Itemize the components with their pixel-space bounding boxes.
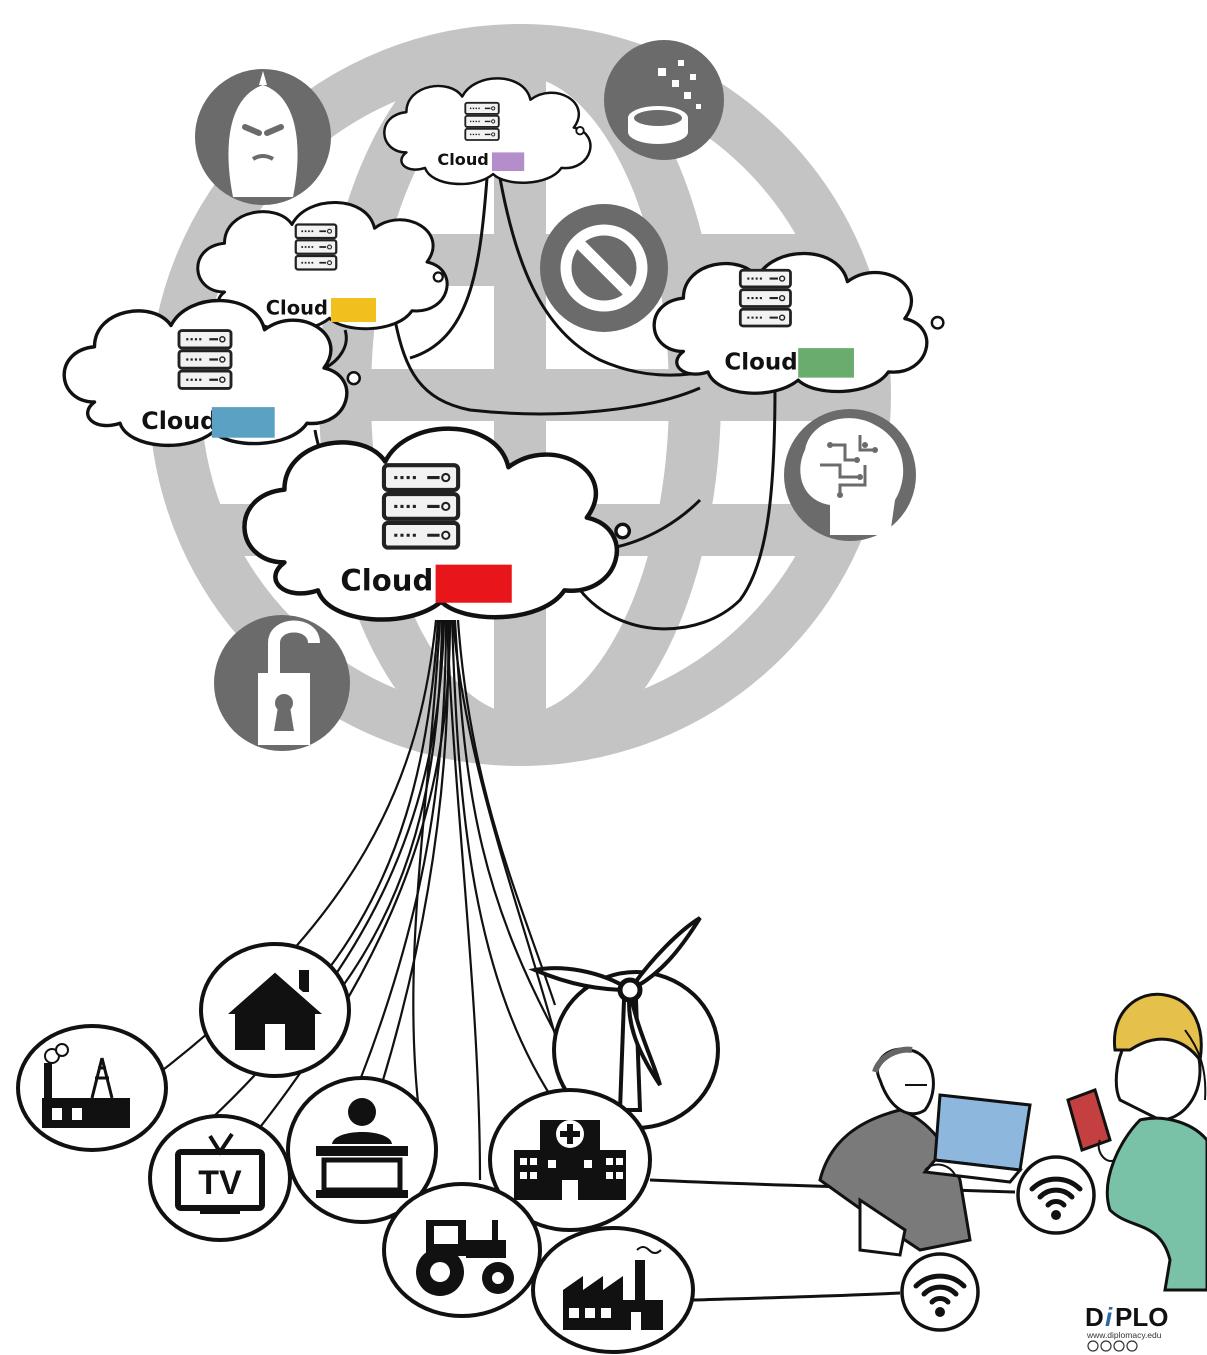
cloud-yellow-label: Cloud — [266, 297, 328, 320]
ai-brain-icon — [784, 409, 916, 541]
factory-icon — [563, 1246, 663, 1330]
cloud-purple-label: Cloud — [437, 150, 488, 169]
diplo-logo: D i PLO www.diplomacy.edu — [1085, 1302, 1168, 1352]
man-with-laptop — [818, 1046, 1032, 1257]
woman-with-book — [1066, 992, 1207, 1292]
cloud-green: Cloud — [652, 251, 945, 395]
laptop-icon — [922, 1093, 1032, 1184]
hospital-bubble — [488, 1088, 652, 1232]
cloud-blue-label: Cloud — [141, 407, 217, 435]
cloud-red: Cloud — [244, 429, 632, 620]
tv-icon: TV — [175, 1132, 265, 1214]
cloud-blue: Cloud — [62, 298, 361, 448]
cloud-green-swatch — [798, 348, 854, 378]
cc-license-icons — [1087, 1340, 1138, 1352]
wifi-icon-lower — [902, 1254, 978, 1330]
home-bubble — [199, 942, 351, 1078]
hospital-icon — [514, 1120, 626, 1200]
tractor-icon — [416, 1220, 514, 1296]
padlock-icon — [214, 615, 350, 751]
home-icon — [223, 967, 327, 1050]
speaker-podium-icon — [316, 1098, 408, 1198]
hacker-icon — [195, 69, 331, 205]
power-plant-bubble — [16, 1024, 168, 1152]
tv-bubble: TV — [148, 1114, 292, 1242]
agriculture-bubble — [382, 1182, 542, 1318]
power-plant-icon — [42, 1043, 130, 1128]
cloud-connections — [313, 177, 777, 631]
book-icon — [1066, 1088, 1112, 1152]
logo-letter-i: i — [1105, 1302, 1113, 1332]
cloud-yellow-swatch — [331, 298, 376, 322]
cloud-red-label: Cloud — [340, 563, 433, 597]
data-storage-icon — [604, 40, 724, 160]
wind-turbine-icon — [528, 916, 702, 1112]
tv-label: TV — [198, 1164, 242, 1202]
factory-bubble — [531, 1226, 695, 1354]
logo-url: www.diplomacy.edu — [1086, 1330, 1162, 1340]
logo-letters-plo: PLO — [1115, 1302, 1168, 1332]
cloud-purple: Cloud — [383, 77, 592, 186]
government-bubble — [286, 1076, 438, 1224]
cloud-purple-swatch — [491, 152, 525, 171]
cloud-green-label: Cloud — [724, 349, 797, 375]
logo-letter-d: D — [1085, 1302, 1104, 1332]
cloud-red-swatch — [435, 564, 512, 603]
cloud-yellow: Cloud — [196, 200, 449, 332]
wifi-icon-upper — [1018, 1157, 1094, 1233]
cloud-blue-swatch — [211, 407, 275, 438]
blocked-icon — [540, 204, 668, 332]
